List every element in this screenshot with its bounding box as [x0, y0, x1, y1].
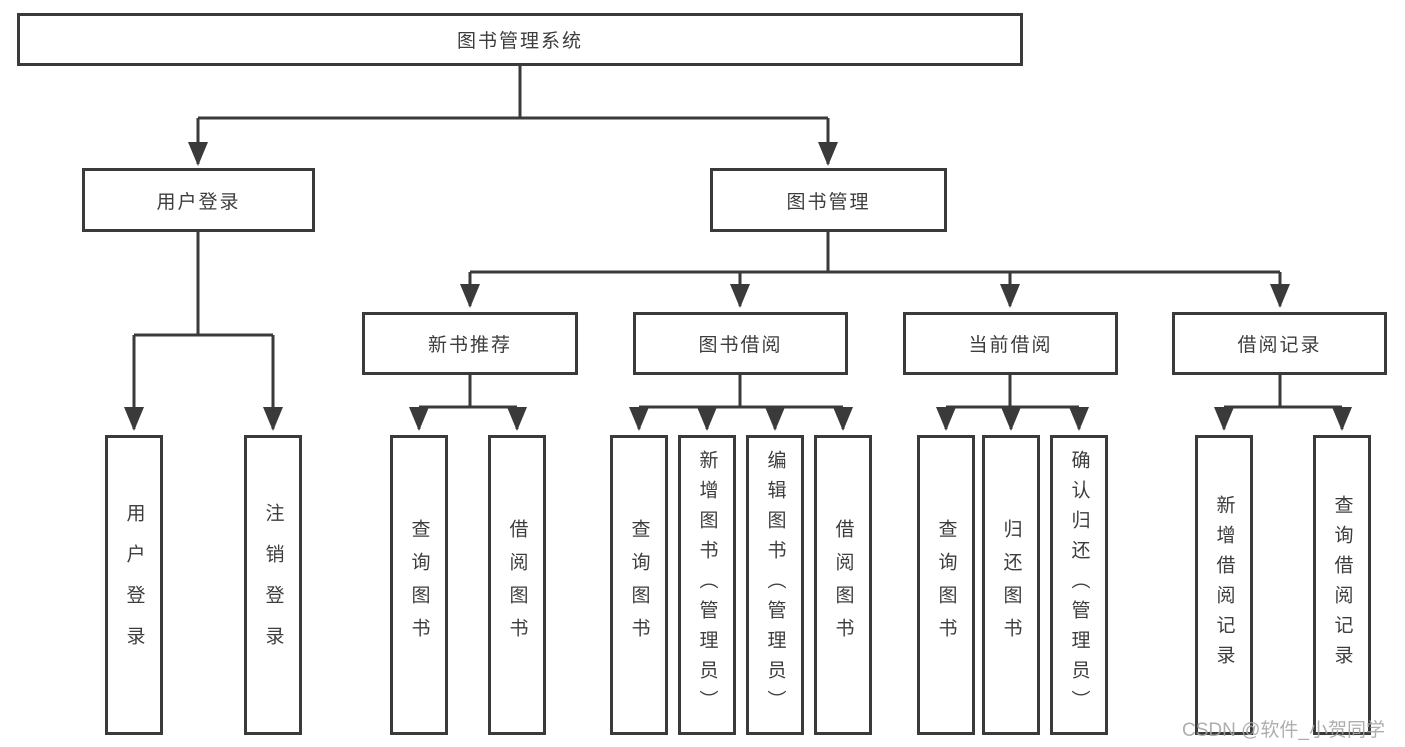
leaf-confirm-return-admin: 确认归还（管理员） [1050, 435, 1108, 735]
tree-connectors [124, 65, 1352, 431]
node-borrowing-records: 借阅记录 [1172, 312, 1387, 375]
leaf-label: 查询图书 [935, 519, 957, 651]
leaf-label: 确认归还（管理员） [1068, 450, 1090, 720]
leaf-label: 用户登录 [123, 503, 145, 667]
leaf-borrow-books: 借阅图书 [814, 435, 872, 735]
leaf-user-login: 用户登录 [105, 435, 163, 735]
leaf-label: 借阅图书 [506, 519, 528, 651]
leaf-add-books-admin: 新增图书（管理员） [678, 435, 736, 735]
leaf-label: 新增借阅记录 [1213, 495, 1235, 675]
leaf-label: 新增图书（管理员） [696, 450, 718, 720]
leaf-label: 查询图书 [408, 519, 430, 651]
node-book-management: 图书管理 [710, 168, 947, 232]
node-book-borrowing: 图书借阅 [633, 312, 848, 375]
leaf-label: 查询图书 [628, 519, 650, 651]
node-new-book-recommend: 新书推荐 [362, 312, 578, 375]
leaf-label: 归还图书 [1000, 519, 1022, 651]
leaf-edit-books-admin: 编辑图书（管理员） [746, 435, 804, 735]
leaf-query-books-current: 查询图书 [917, 435, 975, 735]
leaf-borrow-books-recommend: 借阅图书 [488, 435, 546, 735]
leaf-add-borrow-record: 新增借阅记录 [1195, 435, 1253, 735]
leaf-query-borrow-record: 查询借阅记录 [1313, 435, 1371, 735]
leaf-query-books-recommend: 查询图书 [390, 435, 448, 735]
leaf-logout: 注销登录 [244, 435, 302, 735]
node-user-login: 用户登录 [82, 168, 315, 232]
leaf-label: 借阅图书 [832, 519, 854, 651]
node-library-management-system: 图书管理系统 [17, 13, 1023, 66]
leaf-label: 注销登录 [262, 503, 284, 667]
node-current-borrowing: 当前借阅 [903, 312, 1118, 375]
leaf-return-books: 归还图书 [982, 435, 1040, 735]
leaf-label: 编辑图书（管理员） [764, 450, 786, 720]
leaf-query-books-borrowing: 查询图书 [610, 435, 668, 735]
leaf-label: 查询借阅记录 [1331, 495, 1353, 675]
